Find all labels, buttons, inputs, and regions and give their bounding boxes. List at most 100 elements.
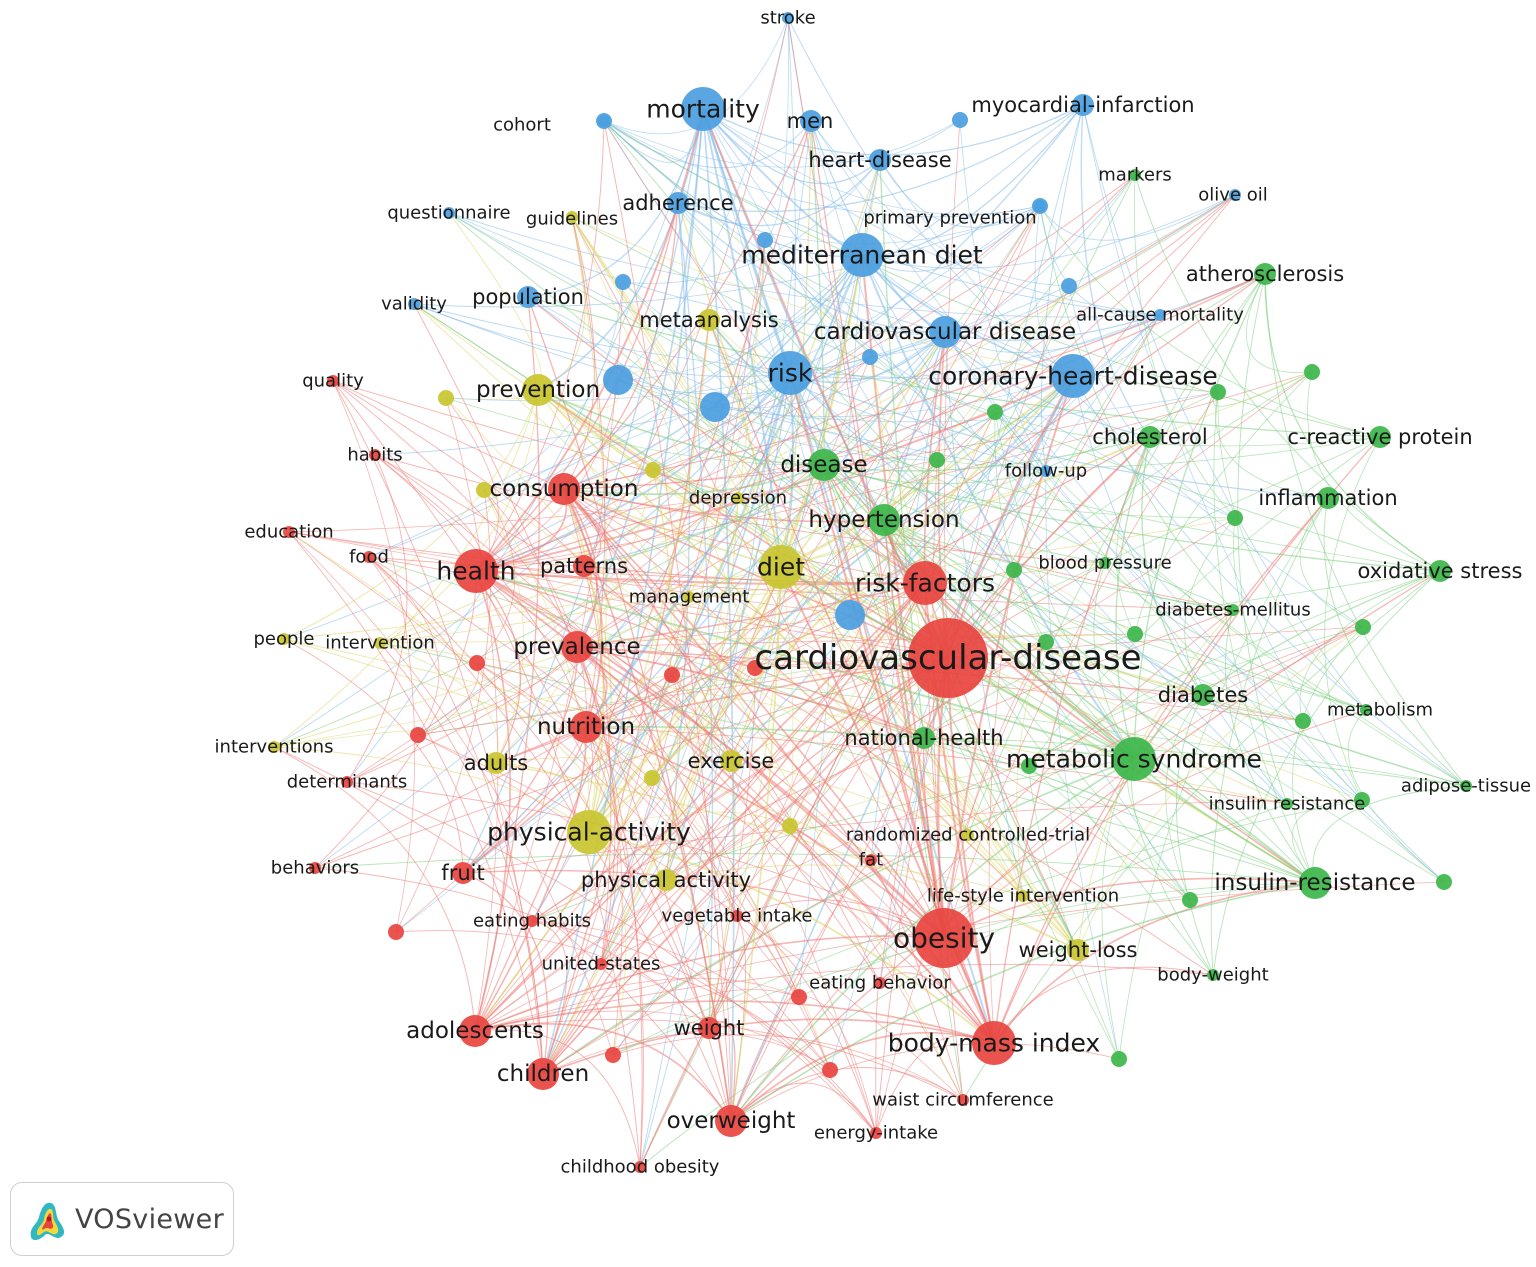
label-education[interactable]: education	[244, 522, 333, 543]
network-node[interactable]	[757, 232, 773, 248]
network-node[interactable]	[1210, 384, 1226, 400]
label-hypertension[interactable]: hypertension	[808, 507, 959, 533]
node-education[interactable]	[283, 526, 295, 538]
node-men[interactable]	[800, 110, 822, 132]
label-c-reactive-protein[interactable]: c-reactive protein	[1287, 425, 1472, 449]
network-node[interactable]	[987, 404, 1003, 420]
node-determinants[interactable]	[341, 776, 353, 788]
label-consumption[interactable]: consumption	[490, 476, 639, 502]
network-node[interactable]	[862, 349, 878, 365]
label-disease[interactable]: disease	[780, 452, 867, 478]
network-node[interactable]	[1354, 792, 1370, 808]
node-diabetes-mellitus[interactable]	[1227, 604, 1239, 616]
network-node[interactable]	[791, 989, 807, 1005]
node-all-cause-mortality[interactable]	[1154, 309, 1166, 321]
network-node[interactable]	[700, 392, 730, 422]
node-national-health[interactable]	[913, 727, 935, 749]
node-prevalence[interactable]	[561, 631, 593, 663]
network-node[interactable]	[1006, 562, 1022, 578]
network-node[interactable]	[410, 727, 426, 743]
node-energy-intake[interactable]	[870, 1127, 882, 1139]
node-waist-circumference[interactable]	[957, 1094, 969, 1106]
node-nutrition[interactable]	[570, 711, 602, 743]
label-diabetes[interactable]: diabetes	[1158, 683, 1248, 707]
node-obesity[interactable]	[914, 908, 974, 968]
label-people[interactable]: people	[253, 629, 314, 650]
network-node[interactable]	[605, 1047, 621, 1063]
label-oxidative-stress[interactable]: oxidative stress	[1358, 559, 1523, 583]
node-weight-loss[interactable]	[1067, 939, 1089, 961]
node-united-states[interactable]	[595, 958, 607, 970]
node-behaviors[interactable]	[309, 862, 321, 874]
node-exercise[interactable]	[720, 750, 742, 772]
node-quality[interactable]	[327, 375, 339, 387]
label-primary-prevention[interactable]: primary prevention	[863, 208, 1036, 229]
network-node[interactable]	[1061, 278, 1077, 294]
node-vegetable-intake[interactable]	[731, 910, 743, 922]
label-metabolism[interactable]: metabolism	[1327, 700, 1433, 721]
node-disease[interactable]	[808, 449, 840, 481]
node-atherosclerosis[interactable]	[1254, 263, 1276, 285]
label-body-weight[interactable]: body-weight	[1157, 965, 1268, 986]
node-risk[interactable]	[768, 351, 812, 395]
node-follow-up[interactable]	[1040, 465, 1052, 477]
label-all-cause-mortality[interactable]: all-cause mortality	[1076, 305, 1244, 326]
network-node[interactable]	[1021, 758, 1037, 774]
node-eating-behavior[interactable]	[874, 977, 886, 989]
node-adolescents[interactable]	[459, 1015, 491, 1047]
node-adipose-tissue[interactable]	[1460, 780, 1472, 792]
network-node[interactable]	[1127, 626, 1143, 642]
label-health[interactable]: health	[436, 557, 515, 586]
node-management[interactable]	[683, 591, 695, 603]
label-cardiovascular-disease[interactable]: cardiovascular-disease	[754, 638, 1141, 678]
network-node[interactable]	[469, 655, 485, 671]
label-insulin-resistance-2[interactable]: insulin-resistance	[1214, 870, 1415, 896]
node-heart-disease[interactable]	[869, 149, 891, 171]
label-blood-pressure[interactable]: blood pressure	[1038, 553, 1171, 574]
network-node[interactable]	[1436, 874, 1452, 890]
label-risk[interactable]: risk	[768, 359, 813, 388]
node-inflammation[interactable]	[1317, 487, 1339, 509]
network-node[interactable]	[603, 365, 633, 395]
node-markers[interactable]	[1129, 169, 1141, 181]
node-eating-habits[interactable]	[526, 915, 538, 927]
node-guidelines[interactable]	[566, 211, 578, 223]
network-node[interactable]	[1111, 1051, 1127, 1067]
label-atherosclerosis[interactable]: atherosclerosis	[1186, 262, 1344, 286]
node-insulin-resistance[interactable]	[1281, 798, 1293, 810]
node-body-mass-index[interactable]	[972, 1021, 1016, 1065]
node-myocardial-infarction[interactable]	[1072, 94, 1094, 116]
node-cardiovascular-disease-blue[interactable]	[929, 316, 961, 348]
network-node[interactable]	[952, 112, 968, 128]
label-population[interactable]: population	[472, 285, 584, 309]
label-men[interactable]: men	[787, 109, 834, 133]
node-stroke[interactable]	[782, 12, 794, 24]
node-depression[interactable]	[732, 492, 744, 504]
node-metabolic-syndrome[interactable]	[1112, 737, 1156, 781]
node-coronary-heart-disease[interactable]	[1051, 354, 1095, 398]
label-obesity[interactable]: obesity	[893, 922, 995, 955]
node-overweight[interactable]	[715, 1105, 747, 1137]
network-node[interactable]	[1038, 634, 1054, 650]
label-interventions[interactable]: interventions	[215, 737, 334, 758]
node-intervention[interactable]	[374, 637, 386, 649]
network-node[interactable]	[822, 1062, 838, 1078]
network-node[interactable]	[645, 462, 661, 478]
network-node[interactable]	[644, 770, 660, 786]
label-adults[interactable]: adults	[464, 751, 529, 775]
label-insulin-resistance[interactable]: insulin resistance	[1209, 794, 1366, 815]
label-adipose-tissue[interactable]: adipose-tissue	[1401, 776, 1531, 797]
node-validity[interactable]	[408, 298, 420, 310]
node-mortality[interactable]	[681, 87, 725, 131]
node-children[interactable]	[527, 1058, 559, 1090]
label-randomized-controlled-trial[interactable]: randomized controlled-trial	[846, 825, 1090, 846]
node-patterns[interactable]	[573, 555, 595, 577]
node-consumption[interactable]	[548, 473, 580, 505]
label-exercise[interactable]: exercise	[688, 749, 775, 773]
label-diabetes-mellitus[interactable]: diabetes-mellitus	[1155, 600, 1310, 621]
node-mediterranean-diet[interactable]	[840, 233, 884, 277]
network-node[interactable]	[1227, 510, 1243, 526]
network-node[interactable]	[929, 452, 945, 468]
label-olive-oil[interactable]: olive oil	[1198, 185, 1267, 206]
